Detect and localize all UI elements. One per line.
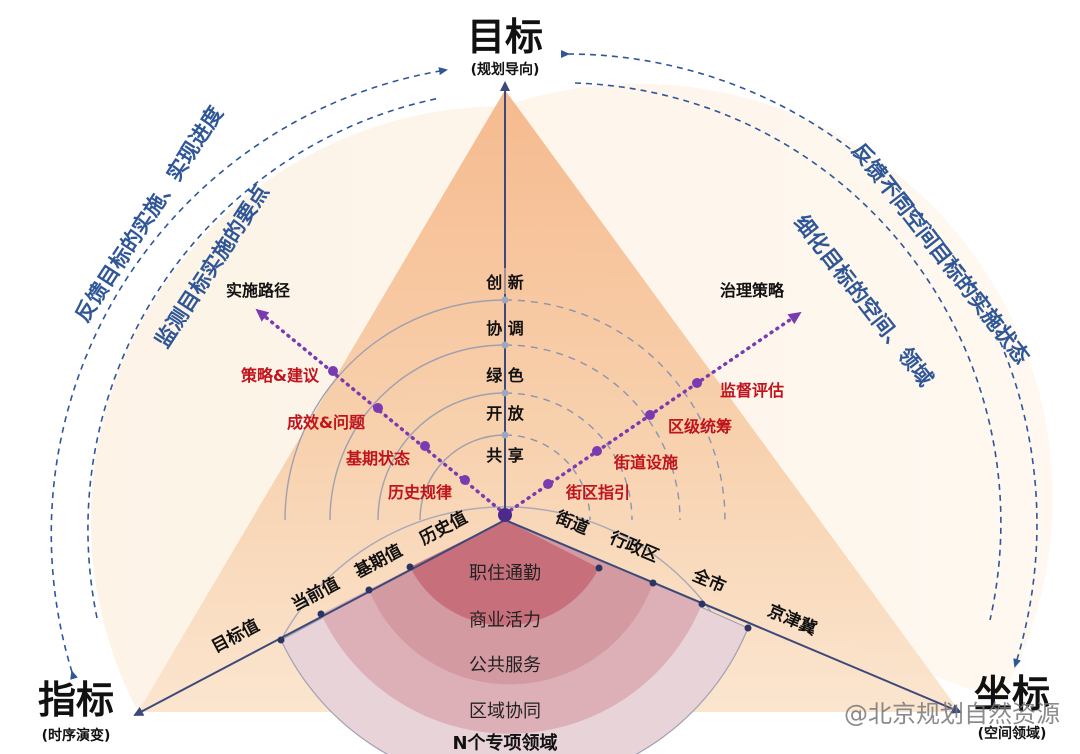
domain-commute: 职住通勤: [469, 563, 541, 584]
goal-axis-subtitle: (规划导向): [471, 61, 540, 78]
left-step-effect: 成效&问题: [287, 413, 366, 432]
value-innovation: 创 新: [485, 273, 524, 292]
feedback-arcs: [50, 49, 1038, 680]
domain-public: 公共服务: [469, 655, 541, 676]
left-step-history: 历史规律: [388, 483, 452, 502]
space-axis-subtitle: (空间领域): [978, 725, 1047, 742]
space-axis-title: 坐标: [974, 672, 1050, 716]
right-step-district: 区级统筹: [668, 417, 732, 436]
goal-axis-dots: [501, 296, 509, 439]
watermark: @北京规划自然资源: [844, 700, 1060, 728]
goal-axis-title: 目标: [467, 15, 543, 59]
band-commute: [410, 520, 599, 626]
value-green: 绿 色: [486, 366, 524, 385]
domain-commerce: 商业活力: [469, 610, 541, 631]
right-step-street: 街道设施: [613, 453, 678, 472]
left-step-strategy: 策略&建议: [240, 366, 320, 385]
time-axis-subtitle: (时序演变): [42, 727, 111, 744]
value-shared: 共 享: [486, 446, 524, 465]
values-labels: 创 新 协 调 绿 色 开 放 共 享: [470, 268, 540, 465]
right-path-title: 治理策略: [720, 281, 785, 300]
left-path-title: 实施路径: [226, 281, 290, 300]
left-step-base: 基期状态: [345, 449, 410, 468]
time-axis-title: 指标: [38, 678, 114, 722]
right-step-supervise: 监督评估: [720, 381, 784, 400]
origin-dot: [498, 508, 512, 522]
value-coordination: 协 调: [486, 319, 524, 338]
domains-caption: N个专项领域: [452, 732, 557, 754]
value-open: 开 放: [486, 404, 525, 423]
domain-regional: 区域协同: [469, 701, 541, 722]
right-step-block: 街区指引: [565, 483, 630, 502]
